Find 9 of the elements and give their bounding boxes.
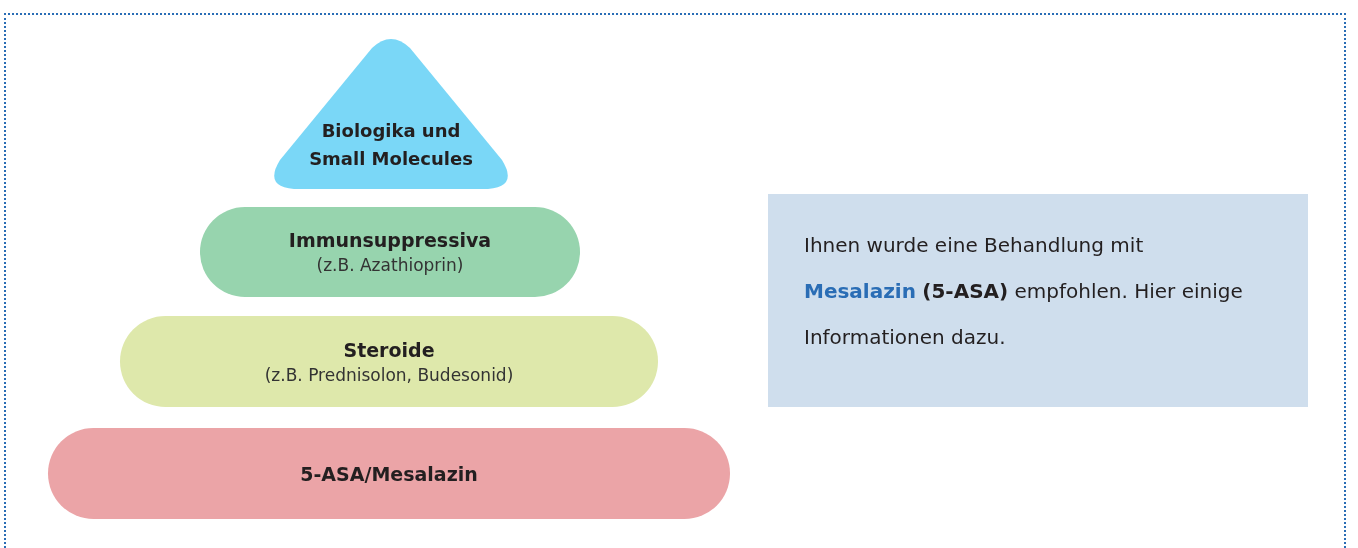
tier-title: Immunsuppressiva [288,228,492,253]
tier-title: Steroide [343,337,435,363]
info-text: Ihnen wurde eine Behandlung mit Mesalazin (5-ASA) empfohlen. Hier einige Informationen dazu. [804,232,1244,351]
tier-title: Biologika und Small Molecules [308,118,474,171]
tier-examples: (z.B. Azathioprin) [316,254,464,277]
info-panel [768,194,1308,407]
triangle-tier [272,38,510,189]
tier-title: 5-ASA/Mesalazin [300,461,478,487]
tier-examples: (z.B. Prednisolon, Budesonid) [264,363,514,387]
